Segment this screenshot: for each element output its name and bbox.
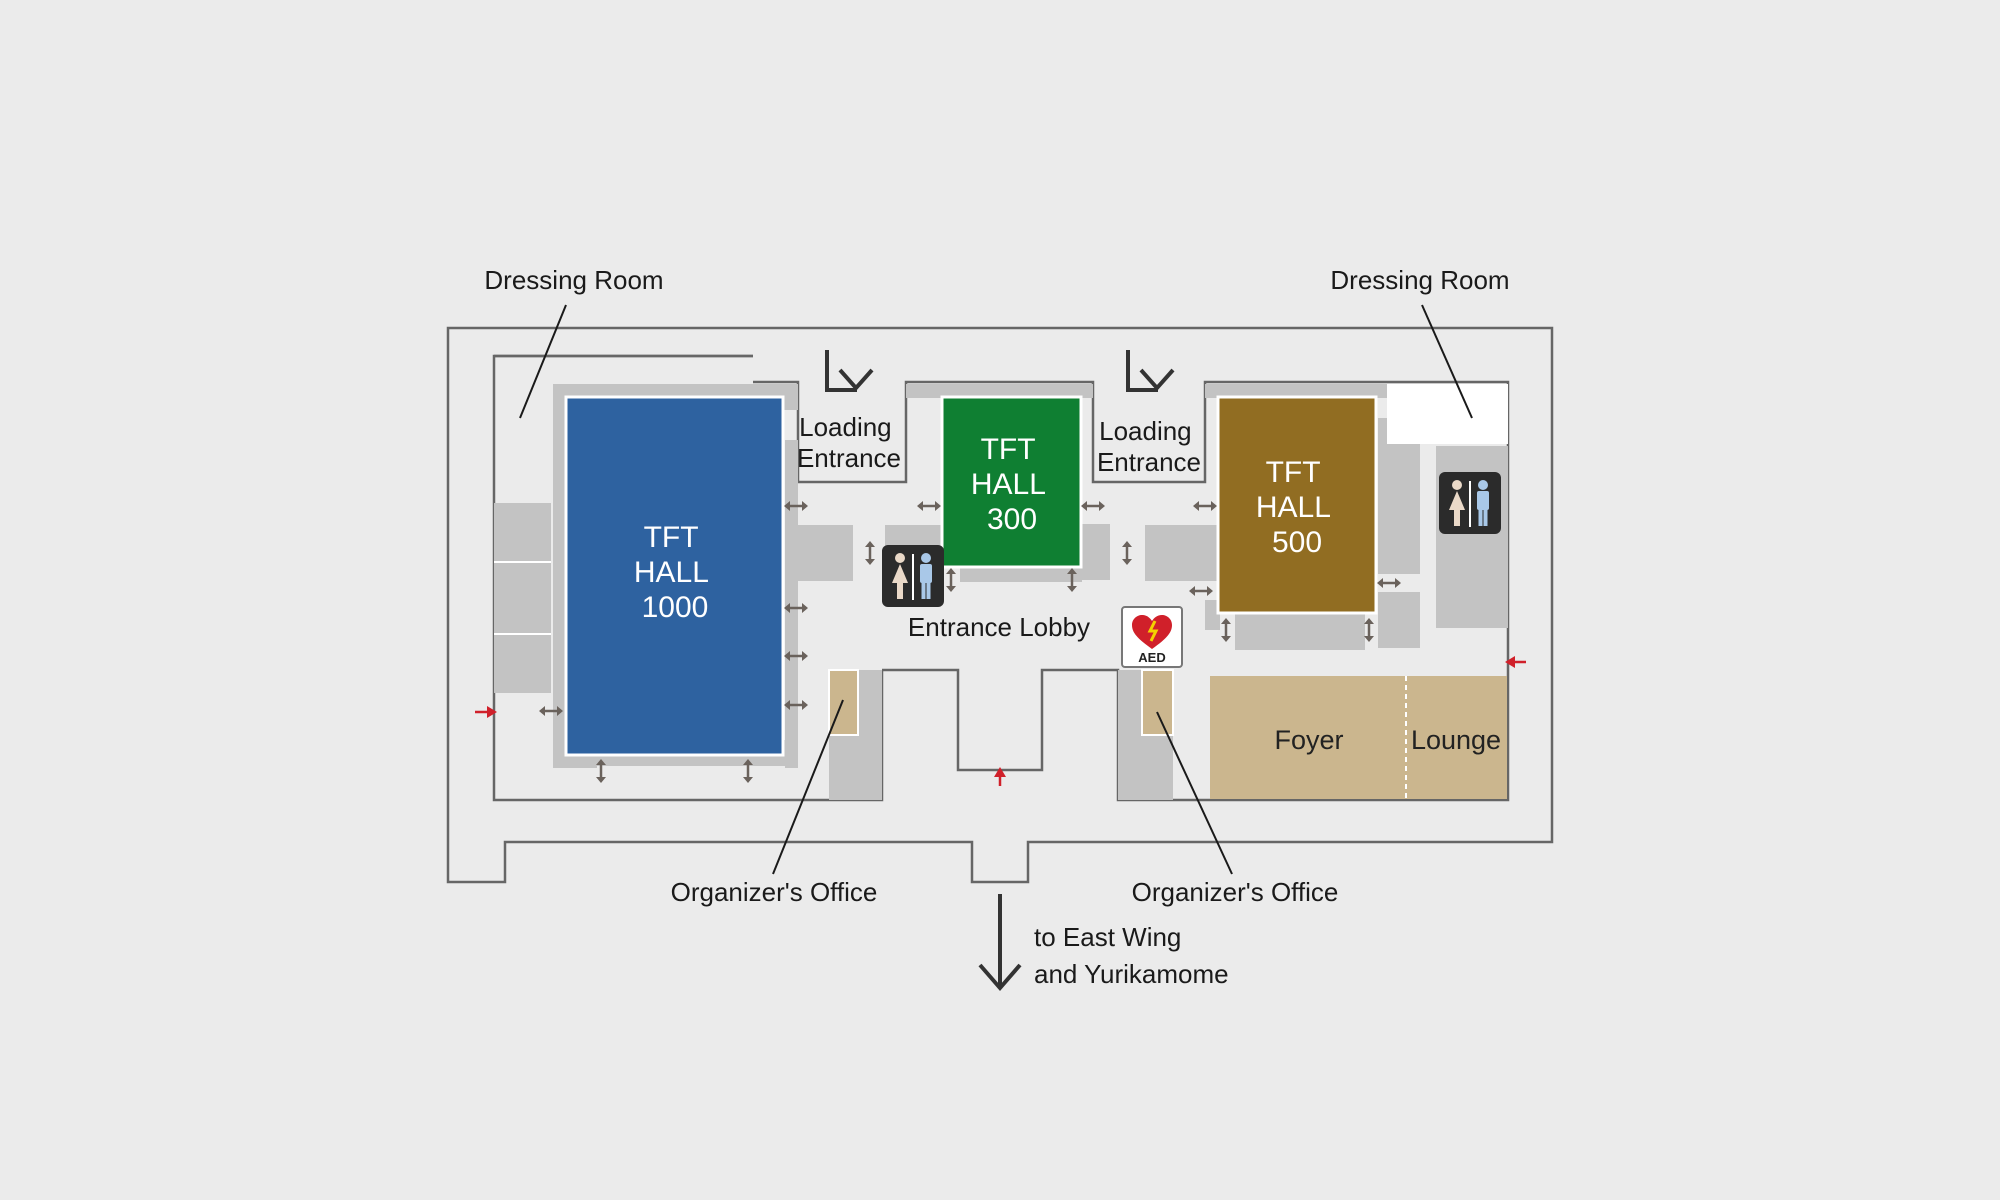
hall-1000-label: TFT HALL 1000 (634, 521, 716, 624)
leader-office-left (772, 699, 844, 875)
door-arrow-icon (1187, 584, 1215, 598)
lounge-label: Lounge (1411, 725, 1501, 755)
hall-300-line-1: TFT (981, 433, 1036, 466)
hall-1000[interactable] (564, 395, 785, 757)
foyer-label: Foyer (1274, 725, 1343, 755)
organizer-office-right-label: Organizer's Office (1132, 877, 1339, 907)
hall-500-line-1: TFT (1266, 456, 1321, 489)
hall-300-label: TFT HALL 300 (971, 433, 1053, 536)
door-arrow-icon (1120, 539, 1134, 567)
door-arrow-icon (915, 499, 943, 513)
restroom-icon (881, 544, 945, 608)
door-arrow-icon (1362, 616, 1376, 644)
door-arrow-icon (863, 539, 877, 567)
hall-1000-line-1: TFT (644, 521, 699, 554)
loading-right-line-1: Loading (1099, 416, 1192, 446)
leader-dressing-right (1421, 304, 1473, 419)
loading-arrow-icon (1126, 350, 1175, 392)
hall-500-line-2: HALL (1256, 491, 1330, 524)
exit-line-1: to East Wing (1034, 922, 1181, 952)
entrance-arrow-icon (475, 706, 497, 718)
foyer-area (1210, 676, 1507, 799)
organizer-office-left-label: Organizer's Office (671, 877, 878, 907)
loading-arrow-icon (825, 350, 874, 392)
dressing-room-right-area (1387, 384, 1508, 444)
building-outline (446, 326, 1554, 884)
hall-300[interactable] (940, 395, 1083, 569)
loading-right-line-2: Entrance (1097, 447, 1201, 477)
hall-1000-line-3: 1000 (642, 591, 709, 624)
exit-line-2: and Yurikamome (1034, 959, 1229, 989)
entrance-notch-wall (753, 380, 1510, 802)
loading-left-line-2: Entrance (797, 443, 901, 473)
organizer-office-right-area (1141, 669, 1174, 736)
hall-300-line-2: HALL (971, 468, 1045, 501)
hall-500-line-3: 500 (1272, 526, 1322, 559)
aed-icon: AED (1121, 606, 1183, 668)
dressing-room-right-label: Dressing Room (1330, 265, 1509, 295)
exit-arrow-icon (978, 894, 1022, 992)
door-arrow-icon (1191, 499, 1219, 513)
hall-500[interactable] (1216, 395, 1378, 615)
dressing-room-left-label: Dressing Room (484, 265, 663, 295)
entrance-arrow-icon (1505, 656, 1526, 668)
entrance-lobby-label: Entrance Lobby (908, 612, 1090, 642)
loading-entrance-right-label: Loading Entrance (1097, 416, 1201, 477)
door-arrow-icon (1219, 616, 1233, 644)
exit-label: to East Wing and Yurikamome (1034, 922, 1229, 989)
entrance-arrow-icon (994, 767, 1006, 786)
hall-500-label: TFT HALL 500 (1256, 456, 1338, 559)
door-arrow-icon (1079, 499, 1107, 513)
door-arrow-icon (944, 566, 958, 594)
aed-label: AED (1138, 650, 1165, 665)
leader-dressing-left (519, 304, 567, 419)
hall-1000-line-2: HALL (634, 556, 708, 589)
restroom-icon (1438, 471, 1502, 535)
hall-300-line-3: 300 (987, 503, 1037, 536)
leader-office-right (1156, 711, 1233, 875)
loading-left-line-1: Loading (799, 412, 892, 442)
loading-entrance-left-label: Loading Entrance (797, 412, 901, 473)
door-arrow-icon (1375, 576, 1403, 590)
